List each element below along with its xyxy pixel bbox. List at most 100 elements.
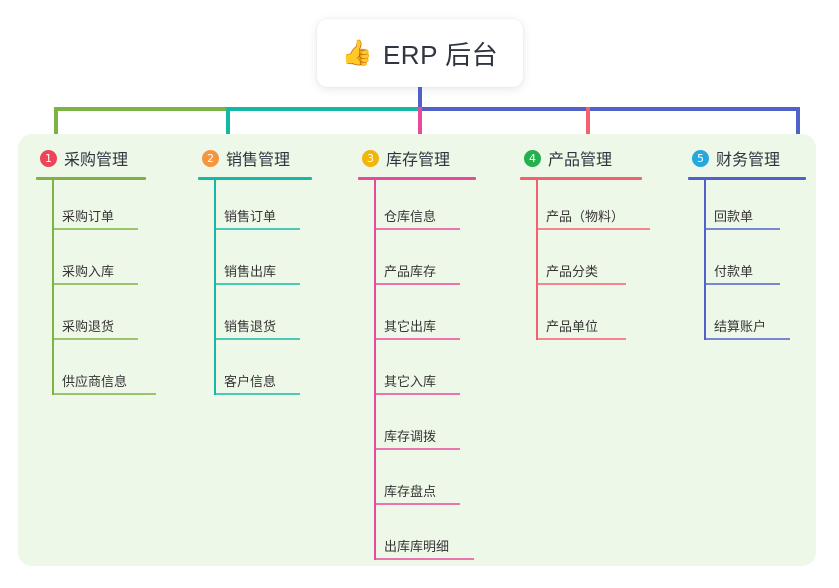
column-number-badge: 2	[202, 149, 219, 167]
column-number-badge: 5	[692, 149, 709, 167]
menu-item-rule	[52, 338, 138, 340]
column-header-1[interactable]: 1 采购管理	[36, 146, 196, 170]
menu-item-rule	[374, 558, 474, 560]
column-header-2[interactable]: 2 销售管理	[198, 146, 358, 170]
column-number-badge: 3	[362, 149, 379, 167]
menu-item-rule	[374, 338, 460, 340]
menu-item[interactable]: 采购订单	[52, 180, 196, 235]
menu-item-label: 出库库明细	[384, 539, 450, 554]
menu-item-rule	[214, 228, 300, 230]
menu-item-label: 其它出库	[384, 319, 437, 334]
column-2: 2 销售管理销售订单销售出库销售退货客户信息	[198, 146, 358, 400]
column-title: 库存管理	[386, 152, 451, 169]
column-title: 产品管理	[548, 152, 613, 169]
column-header-rule	[688, 177, 806, 180]
menu-item-label: 产品分类	[546, 264, 599, 279]
column-header-3[interactable]: 3 库存管理	[358, 146, 518, 170]
menu-item[interactable]: 产品单位	[536, 290, 680, 345]
menu-item-rule	[52, 228, 138, 230]
column-5: 5 财务管理回款单付款单结算账户	[688, 146, 838, 345]
menu-item-rule	[374, 503, 460, 505]
column-header-5[interactable]: 5 财务管理	[688, 146, 838, 170]
menu-item[interactable]: 客户信息	[214, 345, 358, 400]
menu-item-label: 客户信息	[224, 374, 277, 389]
menu-item[interactable]: 采购退货	[52, 290, 196, 345]
column-number-badge: 4	[524, 149, 541, 167]
menu-item-rule	[52, 393, 156, 395]
menu-item-rule	[374, 283, 460, 285]
drop-connector-1	[54, 107, 58, 143]
column-header-rule	[198, 177, 312, 180]
menu-item-rule	[374, 448, 460, 450]
column-spine	[52, 180, 54, 395]
column-header-rule	[358, 177, 476, 180]
column-title: 财务管理	[716, 152, 781, 169]
menu-item[interactable]: 其它出库	[374, 290, 518, 345]
column-spine	[536, 180, 538, 340]
menu-item[interactable]: 结算账户	[704, 290, 838, 345]
menu-item[interactable]: 销售退货	[214, 290, 358, 345]
column-title: 采购管理	[64, 152, 129, 169]
menu-item[interactable]: 回款单	[704, 180, 838, 235]
column-number-badge: 1	[40, 149, 57, 167]
menu-item-label: 销售订单	[224, 209, 277, 224]
menu-item[interactable]: 销售订单	[214, 180, 358, 235]
menu-item-label: 采购退货	[62, 319, 115, 334]
menu-item[interactable]: 销售出库	[214, 235, 358, 290]
menu-item[interactable]: 产品分类	[536, 235, 680, 290]
menu-item-rule	[374, 228, 460, 230]
menu-item-rule	[214, 283, 300, 285]
column-items: 采购订单采购入库采购退货供应商信息	[36, 180, 196, 400]
menu-item-label: 库存调拨	[384, 429, 437, 444]
menu-item[interactable]: 其它入库	[374, 345, 518, 400]
menu-item[interactable]: 产品（物料）	[536, 180, 680, 235]
diagram-panel	[18, 134, 816, 566]
page-title: ERP 后台	[382, 39, 499, 70]
column-4: 4 产品管理产品（物料） 产品分类产品单位	[520, 146, 680, 345]
menu-item[interactable]: 产品库存	[374, 235, 518, 290]
menu-item-rule	[536, 283, 626, 285]
menu-item-rule	[536, 338, 626, 340]
column-spine	[374, 180, 376, 560]
drop-connector-5	[796, 107, 800, 143]
menu-item[interactable]: 库存调拨	[374, 400, 518, 455]
thumbs-up-icon: 👍	[341, 38, 373, 67]
menu-item-rule	[52, 283, 138, 285]
column-items: 仓库信息产品库存其它出库其它入库库存调拨库存盘点出库库明细	[358, 180, 518, 565]
menu-item[interactable]: 出库库明细	[374, 510, 518, 565]
menu-item-rule	[214, 338, 300, 340]
drop-connector-3	[418, 107, 422, 143]
menu-item-label: 回款单	[714, 209, 754, 224]
column-header-4[interactable]: 4 产品管理	[520, 146, 680, 170]
column-items: 产品（物料） 产品分类产品单位	[520, 180, 680, 345]
drop-connector-2	[226, 107, 230, 143]
menu-item[interactable]: 库存盘点	[374, 455, 518, 510]
menu-item-rule	[536, 228, 650, 230]
menu-item[interactable]: 付款单	[704, 235, 838, 290]
trunk-connector	[418, 87, 422, 109]
menu-item-label: 产品（物料）	[546, 209, 625, 224]
root-title-inner: 👍 ERP 后台	[342, 35, 498, 72]
column-items: 销售订单销售出库销售退货客户信息	[198, 180, 358, 400]
horizontal-connector-teal	[226, 107, 420, 111]
menu-item-rule	[214, 393, 300, 395]
column-spine	[214, 180, 216, 395]
menu-item[interactable]: 仓库信息	[374, 180, 518, 235]
menu-item-label: 结算账户	[714, 319, 767, 334]
root-title-card[interactable]: 👍 ERP 后台	[317, 19, 523, 87]
menu-item[interactable]: 采购入库	[52, 235, 196, 290]
column-header-rule	[520, 177, 642, 180]
menu-item[interactable]: 供应商信息	[52, 345, 196, 400]
column-3: 3 库存管理仓库信息产品库存其它出库其它入库库存调拨库存盘点出库库明细	[358, 146, 518, 565]
menu-item-label: 供应商信息	[62, 374, 128, 389]
column-1: 1 采购管理采购订单采购入库采购退货供应商信息	[36, 146, 196, 400]
menu-item-label: 销售出库	[224, 264, 277, 279]
menu-item-label: 产品库存	[384, 264, 437, 279]
menu-item-label: 产品单位	[546, 319, 599, 334]
menu-item-label: 库存盘点	[384, 484, 437, 499]
column-title: 销售管理	[226, 152, 291, 169]
menu-item-rule	[374, 393, 460, 395]
menu-item-label: 仓库信息	[384, 209, 437, 224]
menu-item-rule	[704, 338, 790, 340]
